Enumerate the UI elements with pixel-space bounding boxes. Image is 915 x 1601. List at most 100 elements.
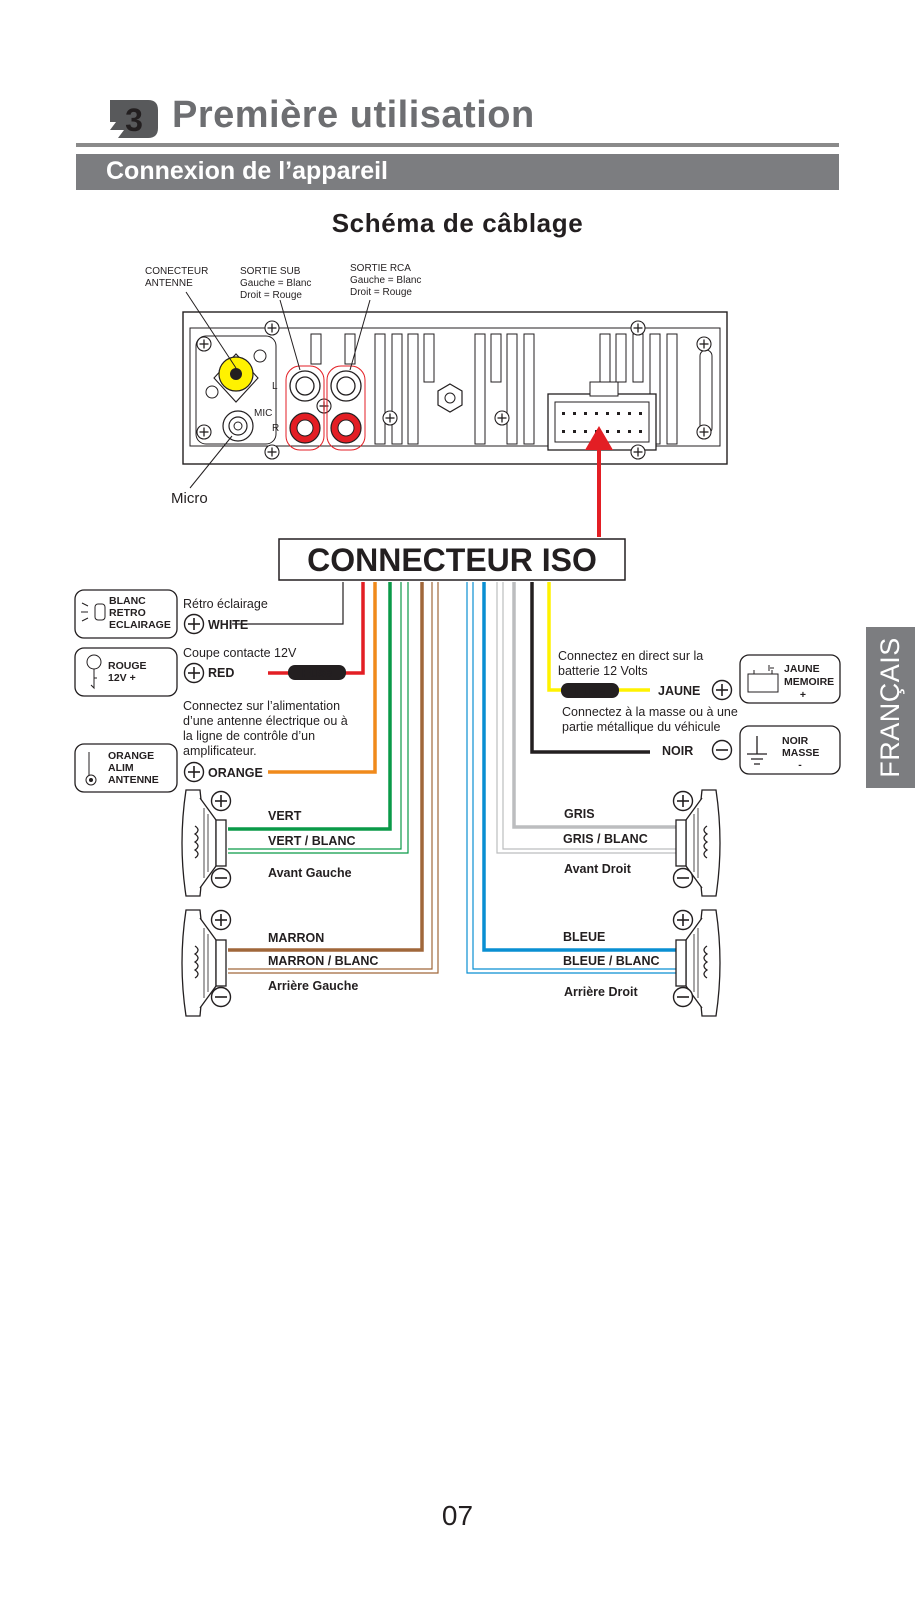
svg-text:NOIR: NOIR bbox=[782, 735, 809, 747]
svg-text:ALIM: ALIM bbox=[108, 762, 134, 774]
chapter-title: Première utilisation bbox=[172, 94, 535, 136]
svg-text:MASSE: MASSE bbox=[782, 747, 819, 759]
svg-text:-: - bbox=[798, 759, 802, 771]
svg-text:SORTIE RCA: SORTIE RCA bbox=[350, 263, 411, 274]
svg-text:Arrière Droit: Arrière Droit bbox=[564, 985, 638, 999]
orange-wire-box: ORANGE ALIM ANTENNE bbox=[74, 743, 178, 793]
iso-pin bbox=[584, 430, 587, 433]
chapter-number-badge: 3 bbox=[110, 100, 158, 138]
yellow-wire-name: JAUNE bbox=[658, 684, 700, 698]
svg-text:+: + bbox=[800, 689, 806, 701]
svg-text:Gauche = Blanc: Gauche = Blanc bbox=[350, 275, 421, 286]
svg-text:GRIS: GRIS bbox=[564, 807, 595, 821]
sub-output-label: SORTIE SUB Gauche = Blanc Droit = Rouge bbox=[240, 266, 311, 301]
iso-pin bbox=[639, 412, 642, 415]
black-wire-desc: Connectez à la masse ou à une partie mét… bbox=[562, 705, 738, 734]
right-wires bbox=[466, 582, 678, 974]
section-bar: Connexion de l’appareil bbox=[76, 154, 839, 190]
svg-text:la ligne de contrôle d’un: la ligne de contrôle d’un bbox=[183, 729, 315, 743]
antenna-socket bbox=[205, 349, 267, 403]
iso-pin bbox=[617, 412, 620, 415]
svg-text:Arrière Gauche: Arrière Gauche bbox=[268, 979, 358, 993]
svg-text:BLEUE / BLANC: BLEUE / BLANC bbox=[563, 954, 660, 968]
mic-socket bbox=[222, 410, 254, 442]
iso-pin bbox=[573, 412, 576, 415]
speaker-rear-right: BLEUE BLEUE / BLANC Arrière Droit bbox=[563, 909, 721, 1017]
black-wire-name: NOIR bbox=[662, 744, 693, 758]
svg-text:Avant Gauche: Avant Gauche bbox=[268, 866, 352, 880]
head-unit-back-panel: MIC L R bbox=[182, 291, 728, 489]
iso-connector-box bbox=[278, 538, 626, 581]
svg-text:Droit = Rouge: Droit = Rouge bbox=[240, 290, 302, 301]
speaker-rear-left: MARRON MARRON / BLANC Arrière Gauche bbox=[181, 909, 378, 1017]
iso-connector-label: CONNECTEUR ISO bbox=[307, 542, 597, 578]
yellow-wire-desc: Connectez en direct sur la batterie 12 V… bbox=[558, 649, 703, 678]
iso-pin bbox=[606, 412, 609, 415]
sub-output-jacks bbox=[285, 365, 325, 451]
svg-text:BLANC: BLANC bbox=[109, 595, 146, 607]
svg-text:GRIS / BLANC: GRIS / BLANC bbox=[563, 832, 648, 846]
iso-pin bbox=[606, 430, 609, 433]
iso-pin bbox=[617, 430, 620, 433]
red-wire-name: RED bbox=[208, 666, 234, 680]
svg-text:Gauche = Blanc: Gauche = Blanc bbox=[240, 278, 311, 289]
orange-wire-name: ORANGE bbox=[208, 766, 263, 780]
speaker-front-left: VERT VERT / BLANC Avant Gauche bbox=[181, 789, 356, 897]
rca-output-jacks bbox=[326, 365, 366, 451]
svg-text:ROUGE: ROUGE bbox=[108, 660, 147, 672]
antenna-connector-label: CONECTEUR ANTENNE bbox=[145, 266, 208, 289]
diagram-title: Schéma de câblage bbox=[331, 208, 584, 238]
svg-text:partie métallique du véhicule: partie métallique du véhicule bbox=[562, 720, 720, 734]
svg-text:ECLAIRAGE: ECLAIRAGE bbox=[109, 619, 171, 631]
iso-pin bbox=[639, 430, 642, 433]
svg-text:Connectez en direct sur la: Connectez en direct sur la bbox=[558, 649, 703, 663]
iso-pin bbox=[628, 430, 631, 433]
svg-text:RETRO: RETRO bbox=[109, 607, 146, 619]
white-wire-box: BLANC RETRO ECLAIRAGE bbox=[74, 589, 178, 639]
svg-text:CONECTEUR: CONECTEUR bbox=[145, 266, 208, 277]
right-mark: R bbox=[272, 423, 279, 434]
iso-pin bbox=[628, 412, 631, 415]
white-wire-name: WHITE bbox=[208, 618, 248, 632]
svg-text:VERT / BLANC: VERT / BLANC bbox=[268, 834, 356, 848]
svg-text:amplificateur.: amplificateur. bbox=[183, 744, 257, 758]
svg-text:Avant Droit: Avant Droit bbox=[564, 862, 632, 876]
svg-text:Fuse: Fuse bbox=[575, 683, 605, 698]
svg-text:MEMOIRE: MEMOIRE bbox=[784, 676, 834, 688]
speaker-front-right: GRIS GRIS / BLANC Avant Droit bbox=[563, 789, 721, 897]
language-label: FRANÇAIS bbox=[875, 637, 905, 778]
iso-pin bbox=[562, 412, 565, 415]
iso-pin bbox=[562, 430, 565, 433]
iso-pin bbox=[595, 412, 598, 415]
svg-text:batterie 12 Volts: batterie 12 Volts bbox=[558, 664, 648, 678]
black-wire-box: NOIR MASSE - bbox=[739, 725, 841, 775]
svg-text:MARRON: MARRON bbox=[268, 931, 324, 945]
orange-wire-desc: Connectez sur l’alimentation d’une anten… bbox=[183, 699, 348, 758]
iso-pin bbox=[584, 412, 587, 415]
svg-text:ORANGE: ORANGE bbox=[108, 750, 154, 762]
header-rule bbox=[76, 143, 839, 147]
svg-text:BLEUE: BLEUE bbox=[563, 930, 605, 944]
red-fuse: Fuse bbox=[288, 665, 346, 680]
svg-text:MARRON / BLANC: MARRON / BLANC bbox=[268, 954, 378, 968]
yellow-fuse: Fuse bbox=[561, 683, 619, 698]
svg-text:VERT: VERT bbox=[268, 809, 302, 823]
micro-label: Micro bbox=[171, 490, 208, 507]
red-wire-box: ROUGE 12V + bbox=[74, 647, 178, 697]
svg-text:ANTENNE: ANTENNE bbox=[108, 774, 159, 786]
chapter-number: 3 bbox=[125, 102, 143, 138]
svg-text:JAUNE: JAUNE bbox=[784, 663, 820, 675]
iso-arrow-head bbox=[585, 426, 613, 450]
page-number: 07 bbox=[441, 1500, 474, 1531]
yellow-wire-box: JAUNE MEMOIRE + bbox=[739, 654, 841, 704]
svg-text:Connectez à la masse ou à une: Connectez à la masse ou à une bbox=[562, 705, 738, 719]
svg-text:12V +: 12V + bbox=[108, 672, 136, 684]
section-title: Connexion de l’appareil bbox=[106, 157, 388, 185]
mic-mark: MIC bbox=[254, 408, 272, 419]
svg-text:Fuse: Fuse bbox=[302, 665, 332, 680]
left-mark: L bbox=[272, 381, 278, 392]
svg-text:Connectez sur l’alimentation: Connectez sur l’alimentation bbox=[183, 699, 340, 713]
rca-output-label: SORTIE RCA Gauche = Blanc Droit = Rouge bbox=[350, 263, 421, 298]
svg-text:Droit = Rouge: Droit = Rouge bbox=[350, 287, 412, 298]
